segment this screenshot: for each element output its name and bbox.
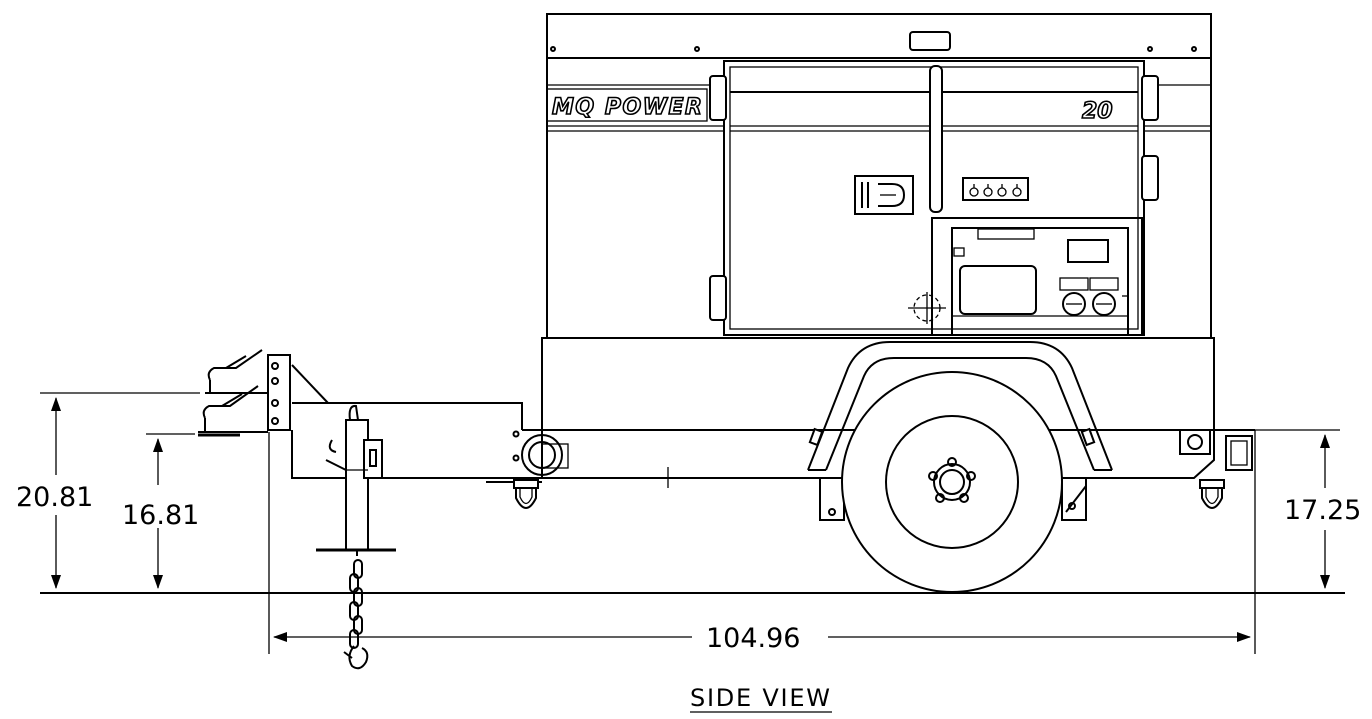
- roof-bolt: [1191, 46, 1197, 52]
- model-number: 20: [1082, 99, 1113, 124]
- suspension-bracket: [819, 477, 845, 521]
- tie-down-ring: [513, 479, 539, 509]
- indicator-lamp: [1012, 187, 1022, 197]
- door-hinge: [709, 275, 727, 321]
- roof-bolt: [550, 46, 556, 52]
- fender: [807, 341, 1113, 471]
- safety-chain: [343, 559, 369, 670]
- view-title: SIDE VIEW: [690, 684, 830, 712]
- adjustable-hitch: [198, 349, 291, 437]
- brand-logo-plate: [546, 88, 708, 122]
- indicator-lamp: [997, 187, 1007, 197]
- indicator-lamp: [983, 187, 993, 197]
- dimension-rear-height: 17.25: [1284, 495, 1361, 526]
- meter-display: [1067, 239, 1109, 263]
- dimension-overall-length: 104.96: [706, 623, 800, 654]
- tail-light: [1225, 435, 1253, 471]
- lift-handle: [909, 31, 951, 51]
- wheel-hub: [939, 469, 965, 495]
- generator-enclosure: MQ POWER 20: [546, 13, 1212, 339]
- brand-logo: MQ POWER: [552, 95, 702, 120]
- door-latch: [854, 175, 914, 215]
- receptacle: [1062, 292, 1086, 316]
- tongue-jack: [316, 404, 396, 556]
- suspension-bracket: [1061, 477, 1087, 521]
- control-panel: [908, 217, 1143, 336]
- front-coupler: [521, 434, 563, 476]
- dimension-hitch-lower-height: 16.81: [122, 500, 199, 531]
- tie-down-ring: [1199, 479, 1225, 509]
- lug-nut: [935, 493, 945, 503]
- door-handle-bar: [929, 65, 943, 213]
- lug-nut: [966, 471, 976, 481]
- roof-bolt: [694, 46, 700, 52]
- dimension-lines: [40, 392, 1345, 654]
- indicator-lamp: [969, 187, 979, 197]
- trailer-frame: [291, 337, 1255, 521]
- lug-nut: [928, 471, 938, 481]
- door-hinge: [709, 75, 727, 121]
- door-hinge: [1141, 75, 1159, 121]
- roof-bolt: [1147, 46, 1153, 52]
- dimension-hitch-upper-height: 20.81: [16, 482, 93, 513]
- door-hinge: [1141, 155, 1159, 201]
- indicator-panel: [962, 177, 1029, 201]
- receptacle: [1092, 292, 1116, 316]
- lug-nut: [947, 457, 957, 467]
- wheel: [841, 371, 1063, 593]
- tire: [841, 371, 1063, 593]
- wheel-rim: [885, 415, 1019, 549]
- lug-nut: [959, 493, 969, 503]
